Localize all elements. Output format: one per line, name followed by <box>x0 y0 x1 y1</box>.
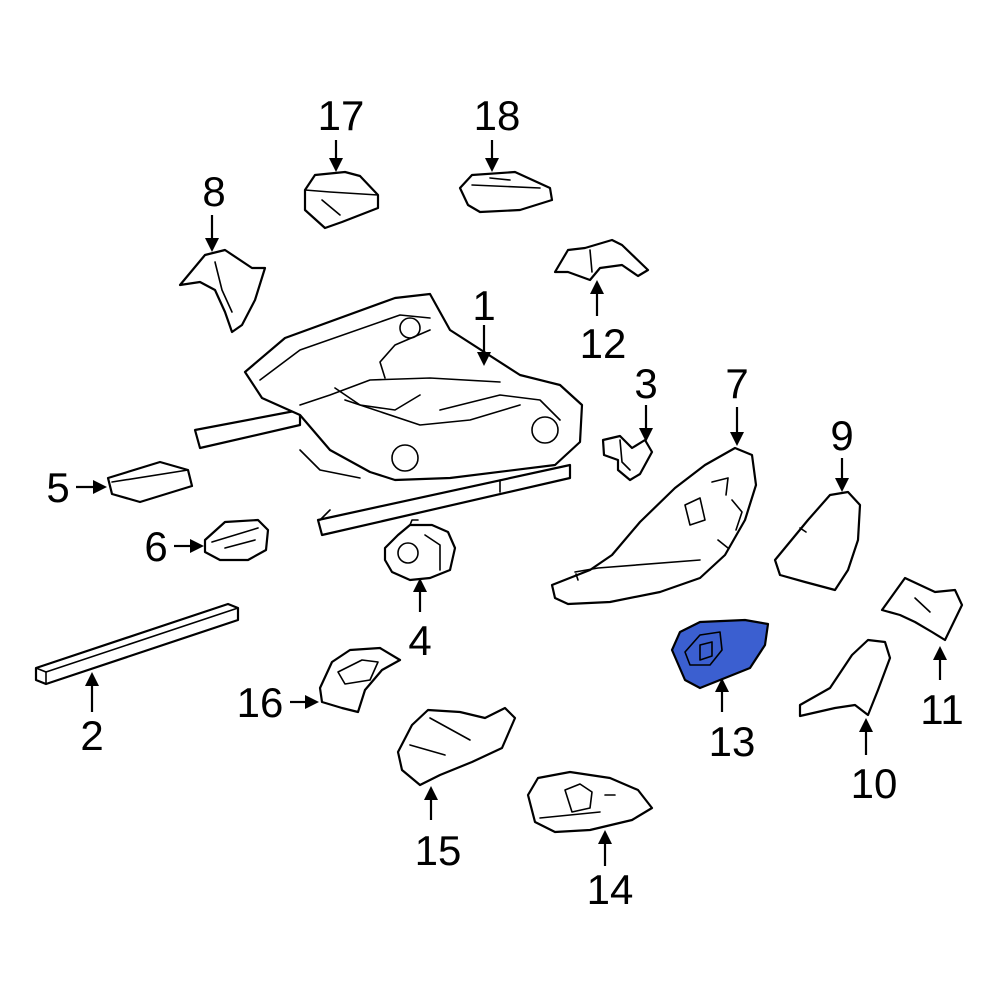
callout-label-5: 5 <box>46 464 69 511</box>
callout-label-11: 11 <box>920 686 964 733</box>
part-6-switch[interactable] <box>203 518 270 562</box>
callout-label-17: 17 <box>318 92 365 139</box>
callout-8: 8 <box>202 168 226 252</box>
callout-label-18: 18 <box>474 92 521 139</box>
callout-5: 5 <box>46 464 107 511</box>
part-14-lower-panel[interactable] <box>526 770 654 834</box>
callout-label-15: 15 <box>415 827 462 874</box>
part-5-pad[interactable] <box>106 460 194 504</box>
part-2-rail[interactable] <box>34 602 240 686</box>
part-3-bracket[interactable] <box>601 434 654 482</box>
part-15-molded-cover[interactable] <box>396 706 517 787</box>
callout-label-7: 7 <box>725 360 748 407</box>
callout-10: 10 <box>851 718 898 807</box>
callout-label-3: 3 <box>634 360 657 407</box>
part-7-side-panel[interactable] <box>550 446 758 606</box>
callout-label-10: 10 <box>851 760 898 807</box>
callout-2: 2 <box>80 672 104 759</box>
callout-label-6: 6 <box>144 523 167 570</box>
part-10-trim-cover[interactable] <box>798 638 892 718</box>
callout-label-12: 12 <box>580 320 627 367</box>
part-17-block[interactable] <box>303 170 380 230</box>
part-11-bracket[interactable] <box>880 576 964 642</box>
callout-13: 13 <box>709 678 756 765</box>
callout-1: 1 <box>472 282 496 366</box>
callout-18: 18 <box>474 92 521 172</box>
part-18-flat-bracket[interactable] <box>458 170 554 214</box>
part-4-actuator[interactable] <box>383 519 457 582</box>
callout-label-1: 1 <box>472 282 495 329</box>
callout-6: 6 <box>144 523 204 570</box>
callout-17: 17 <box>318 92 365 172</box>
callout-label-9: 9 <box>830 412 853 459</box>
part-8-trim-bracket[interactable] <box>178 248 267 334</box>
callout-label-14: 14 <box>587 866 634 913</box>
callout-label-13: 13 <box>709 718 756 765</box>
callout-11: 11 <box>920 646 964 733</box>
callout-3: 3 <box>634 360 658 442</box>
callout-label-8: 8 <box>202 168 225 215</box>
callout-label-16: 16 <box>237 679 284 726</box>
callout-15: 15 <box>415 786 462 874</box>
callout-label-2: 2 <box>80 712 103 759</box>
callout-12: 12 <box>580 280 627 367</box>
part-9-side-cover[interactable] <box>773 490 862 592</box>
part-1-seat-frame[interactable] <box>193 292 584 537</box>
part-16-cap[interactable] <box>318 646 402 714</box>
callout-16: 16 <box>237 679 319 726</box>
callout-4: 4 <box>408 578 432 664</box>
part-12-bracket[interactable] <box>553 238 650 282</box>
callout-7: 7 <box>725 360 749 446</box>
callout-label-4: 4 <box>408 617 431 664</box>
callout-9: 9 <box>830 412 854 492</box>
part-13-highlighted-cover[interactable] <box>670 618 770 690</box>
callout-14: 14 <box>587 830 634 913</box>
